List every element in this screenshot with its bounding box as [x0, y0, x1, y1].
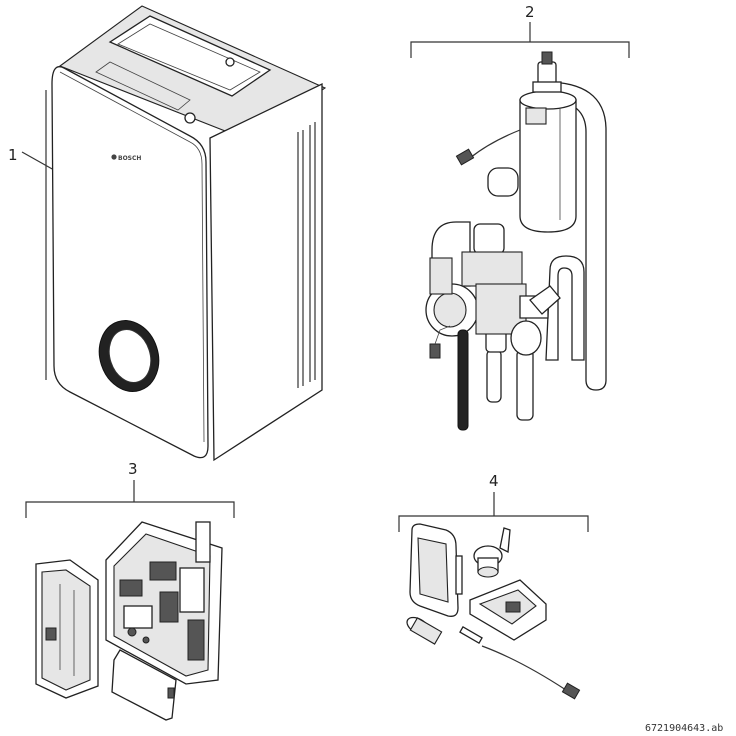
pcb-cover: [111, 649, 177, 721]
brand-logo-icon: [111, 154, 117, 160]
callout-3-bracket: [25, 501, 235, 518]
top-fitting: [184, 112, 196, 124]
relay-component: [119, 579, 143, 597]
connector-block: [179, 567, 205, 613]
sensor-cable: [481, 645, 567, 691]
boiler-front-panel: [51, 66, 209, 459]
heat-exchanger: [519, 99, 577, 233]
boiler-side-panel: [209, 82, 323, 462]
callout-2: 2: [410, 3, 630, 58]
diverter-valve: [510, 320, 542, 356]
callout-3: 3: [25, 460, 235, 518]
reference-code: 6721904643.ab: [645, 723, 723, 734]
accessories: [406, 523, 581, 700]
top-cover: [108, 15, 272, 97]
outlet-pipe: [516, 349, 534, 421]
callout-2-label: 2: [525, 3, 535, 21]
callout-1-leader: [21, 151, 55, 171]
temperature-sensor: [459, 626, 483, 644]
motor-head: [473, 223, 505, 255]
sensor-plug: [455, 148, 475, 166]
valve-block: [461, 251, 523, 287]
hydraulic-group: [425, 51, 607, 431]
callout-4-label: 4: [489, 472, 499, 490]
relay-component: [149, 561, 177, 581]
control-electronics: [35, 521, 223, 721]
callout-1: 1: [8, 146, 55, 171]
callout-1-label: 1: [8, 146, 18, 164]
sensor-cable: [469, 129, 521, 159]
boiler-unit: BOSCH: [45, 5, 327, 462]
sensor-plug: [561, 682, 581, 700]
pump-cable: [457, 329, 469, 431]
callout-3-label: 3: [128, 460, 138, 478]
outlet-pipe: [486, 349, 502, 403]
return-pipe: [539, 81, 607, 391]
callout-2-bracket: [410, 41, 630, 58]
callout-4: 4: [398, 472, 589, 532]
brand-logo: BOSCH: [118, 155, 141, 162]
